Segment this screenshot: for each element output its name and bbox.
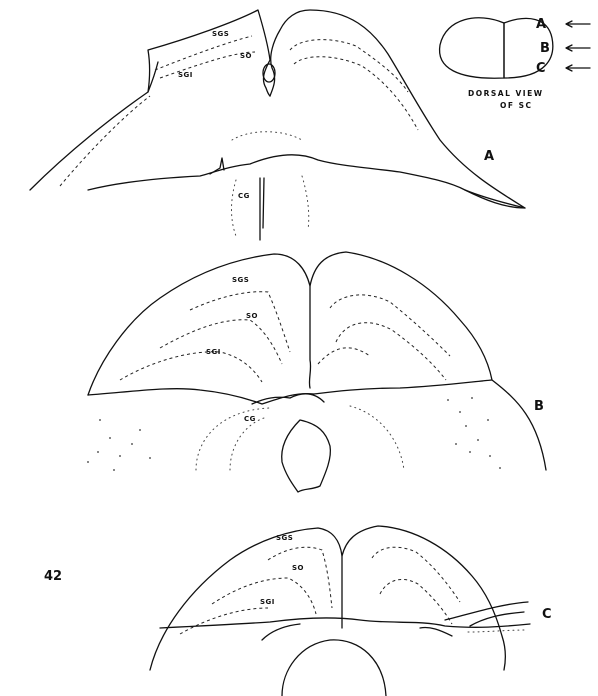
section-a: SGS SO SGI CG A	[30, 10, 525, 240]
section-b-cg: CG	[244, 415, 256, 423]
inset-marker-a: A	[536, 17, 546, 32]
inset-caption-line2: OF SC	[500, 101, 533, 110]
section-b-layer-sgi: SGI	[206, 348, 221, 356]
section-c-layer-so: SO	[292, 564, 304, 572]
section-b-cg-arc-inner	[230, 418, 264, 470]
section-a-cg: CG	[238, 192, 250, 200]
section-c-ventral-arch	[282, 640, 386, 696]
section-c-so-border-right	[380, 579, 452, 624]
section-c-layer-sgi: SGI	[260, 598, 275, 606]
section-a-right-dorsal-outline	[270, 10, 525, 208]
section-a-midline-cut	[260, 178, 264, 240]
section-b-cg-arc-outer	[196, 408, 270, 470]
section-b-layer-so: SO	[246, 312, 258, 320]
section-c-layer-sgs: SGS	[276, 534, 293, 542]
section-b-sgs-border-left	[190, 292, 290, 352]
section-b-so-border-right	[336, 323, 446, 380]
dorsal-view-inset: A B C DORSAL VIEW OF SC	[440, 17, 590, 110]
section-a-left-dorsal-outline	[30, 10, 270, 190]
inset-marker-b: B	[540, 41, 550, 56]
section-b-label: B	[534, 399, 544, 414]
section-b-sgi-border-right	[318, 348, 370, 364]
section-a-layer-sgi: SGI	[178, 71, 193, 79]
section-b-sgi-border-left	[120, 352, 262, 382]
section-a-so-border-right	[294, 57, 418, 130]
section-c-ventral-fold	[262, 624, 452, 640]
inset-caption-line1: DORSAL VIEW	[468, 89, 543, 98]
section-c-sgs-border-left	[268, 547, 332, 608]
inset-arrow-c	[566, 65, 590, 71]
section-a-sgs-border-right	[290, 40, 408, 92]
inset-arrow-a	[566, 21, 590, 27]
section-a-layer-sgs: SGS	[212, 30, 229, 38]
section-b-layer-sgs: SGS	[232, 276, 249, 284]
section-b-cg-arc-right	[350, 406, 404, 470]
section-b-stipple	[87, 397, 501, 471]
inset-left-lobe	[440, 18, 504, 78]
section-a-sgs-border-left	[155, 36, 252, 70]
section-a-ventral-edge	[88, 155, 525, 208]
section-c-ventral-dots	[468, 630, 526, 632]
section-a-cg-boundary-left	[232, 180, 237, 236]
section-a-layer-so: SO	[240, 52, 252, 60]
inset-marker-c: C	[536, 61, 546, 76]
figure-number: 42	[44, 569, 62, 584]
section-c: SGS SO SGI C	[150, 526, 552, 696]
section-c-right-flap	[445, 602, 528, 626]
inset-arrow-b	[566, 45, 590, 51]
section-b: SGS SO SGI CG B	[87, 252, 546, 492]
section-c-dorsal-outline	[150, 526, 505, 670]
section-b-dorsal-outline	[88, 252, 546, 470]
section-c-ventral-edge	[160, 618, 530, 628]
section-a-pag-hint	[232, 132, 302, 140]
section-b-so-border-left	[160, 320, 282, 364]
section-c-so-border-left	[212, 578, 316, 614]
section-c-label: C	[542, 607, 552, 622]
section-b-nucleus-outline	[282, 420, 331, 492]
section-c-sgi-border-left	[180, 608, 268, 634]
section-a-label: A	[484, 149, 494, 164]
section-a-cg-boundary-right	[302, 176, 309, 230]
section-b-sgs-border-right	[330, 295, 450, 356]
section-b-ventral-edge	[88, 380, 492, 404]
section-c-sgs-border-right	[372, 547, 460, 602]
section-a-sgi-border-left	[60, 96, 150, 186]
section-b-midline	[309, 286, 310, 388]
